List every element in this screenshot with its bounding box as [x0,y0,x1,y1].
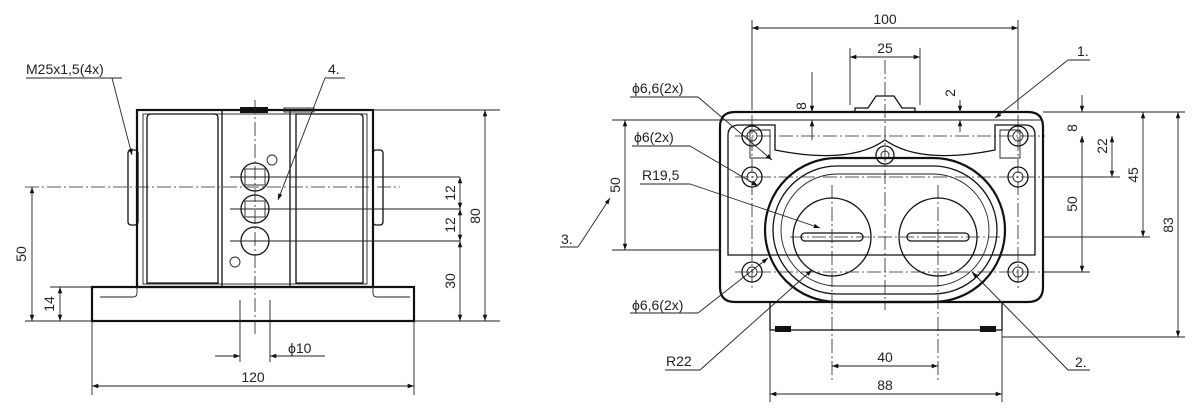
dim-50-right: 50 [1064,196,1080,212]
dim-diameter: ϕ10 [288,340,312,356]
radius-large-label: R22 [666,353,692,369]
dim-50-left: 50 [607,177,623,193]
dim-lower: 30 [442,273,458,289]
left-view: M25x1,5(4x) 4. 80 12 12 30 50 14 ϕ10 120 [13,61,500,395]
callout-2: 2. [1075,354,1087,370]
bottom-cover [769,301,1003,331]
dim-8-right: 8 [1064,124,1080,132]
dim-83: 83 [1160,217,1176,233]
left-conduit-boss [127,149,139,226]
dim-45: 45 [1125,167,1141,183]
dim-8-left: 8 [793,102,809,110]
top-cap [240,107,268,113]
dim-22: 22 [1094,138,1110,154]
dim-pitch-a: 12 [442,185,458,201]
left-housing [90,107,416,323]
thread-label: M25x1,5(4x) [26,61,104,77]
dim-2: 2 [942,89,958,97]
hole-mid-label: ϕ6(2x) [634,129,674,145]
dim-width-top: 100 [873,11,897,27]
dim-40: 40 [877,349,893,365]
dim-base-height: 14 [41,296,57,312]
dim-88: 88 [877,377,893,393]
dim-axis-height: 50 [13,246,29,262]
dim-top-25: 25 [877,40,893,56]
right-conduit-boss [372,149,384,226]
hole-lower-label: ϕ6,6(2x) [632,297,683,313]
dim-height-total: 80 [467,208,483,224]
right-view: 100 25 1. 2. 3. ϕ6,6(2x) ϕ6(2x) ϕ6,6(2x)… [560,11,1185,402]
radius-small-label: R19,5 [642,167,680,183]
right-housing [718,110,1045,304]
dim-width: 120 [241,369,265,385]
dim-pitch-b: 12 [442,217,458,233]
callout-1: 1. [1077,43,1089,59]
callout-4: 4. [328,61,340,77]
callout-3: 3. [561,231,573,247]
hole-upper-label: ϕ6,6(2x) [632,80,683,96]
base-plate [90,285,416,323]
